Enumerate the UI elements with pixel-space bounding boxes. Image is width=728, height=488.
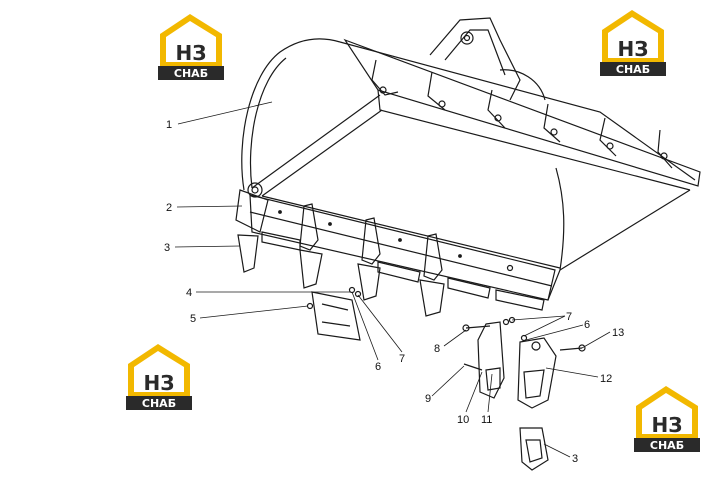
callout-9: 9 [425, 393, 431, 405]
logo-mark: НЗ [618, 37, 649, 61]
callout-4: 4 [186, 287, 192, 299]
logo-top-right: НЗ СНАБ [600, 10, 666, 76]
logo-mark: НЗ [144, 371, 175, 395]
leader-lines [174, 101, 611, 458]
callout-2: 2 [166, 202, 172, 214]
logo-mark: НЗ [652, 413, 683, 437]
logo-word: СНАБ [616, 63, 650, 76]
callout-6: 6 [375, 361, 381, 373]
callout-12: 12 [600, 373, 612, 385]
callout-6-right: 6 [584, 319, 590, 331]
callout-7: 7 [399, 353, 405, 365]
callout-labels: 1 2 3 4 5 6 7 7 6 8 13 12 9 10 11 3 [164, 119, 624, 465]
logo-word: СНАБ [650, 439, 684, 452]
callout-5: 5 [190, 313, 196, 325]
callout-8: 8 [434, 343, 440, 355]
callout-11: 11 [481, 414, 492, 426]
callout-10: 10 [457, 414, 469, 426]
exploded-parts [306, 286, 586, 471]
logo-bottom-right: НЗ СНАБ [634, 386, 700, 452]
callout-3-bottom: 3 [572, 453, 578, 465]
logo-top-left: НЗ СНАБ [158, 14, 224, 80]
logo-mid-left: НЗ СНАБ [126, 344, 192, 410]
callout-13: 13 [612, 327, 624, 339]
bucket-body [235, 17, 701, 317]
callout-3: 3 [164, 242, 170, 254]
callout-7-right: 7 [566, 311, 572, 323]
logo-mark: НЗ [176, 41, 207, 65]
logo-word: СНАБ [142, 397, 176, 410]
logo-word: СНАБ [174, 67, 208, 80]
callout-1: 1 [166, 119, 172, 131]
